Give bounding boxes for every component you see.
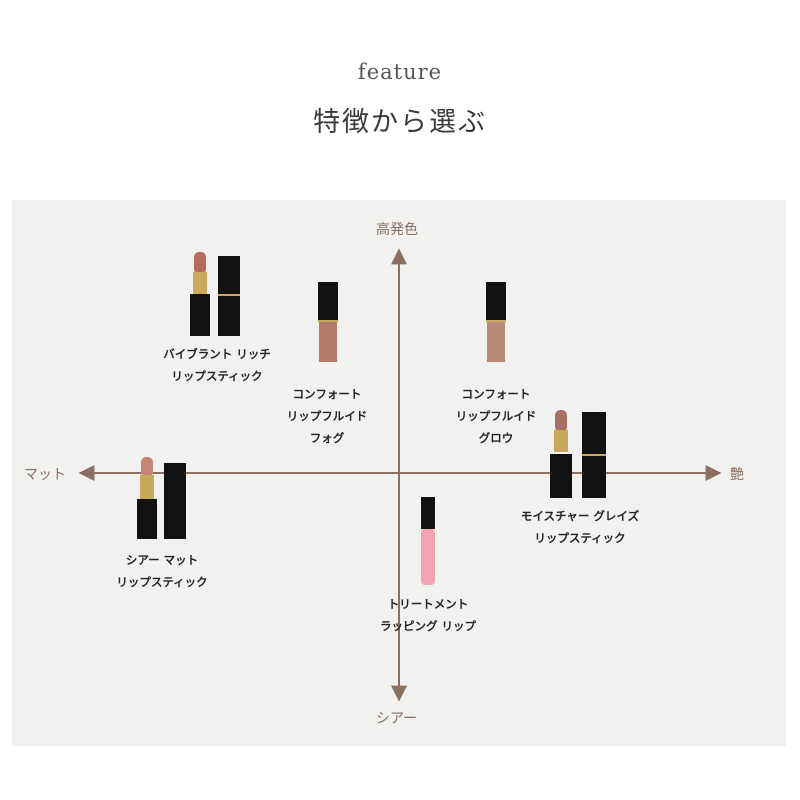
axis-label-right: 艶 (730, 467, 744, 483)
axis-label-bottom: シアー (376, 711, 418, 727)
product-name-comfort-fog[interactable]: コンフォート リップフルイド フォグ (286, 387, 368, 445)
product-name-vibrant-rich[interactable]: バイブラント リッチ リップスティック (163, 347, 271, 383)
section-subtitle: feature (357, 60, 443, 84)
lipstick-vibrant-rich-image[interactable] (190, 250, 242, 338)
axis-label-top: 高発色 (376, 222, 418, 238)
axes-svg (78, 248, 722, 702)
product-name-treatment-wrapping[interactable]: トリートメント ラッピング リップ (379, 597, 476, 633)
axis-label-left: マット (24, 467, 66, 483)
lip-fluid-glow-image[interactable] (484, 282, 508, 364)
product-name-sheer-matte[interactable]: シアー マット リップスティック (116, 553, 208, 589)
product-name-moisture-glaze[interactable]: モイスチャー グレイズ リップスティック (520, 509, 640, 545)
feature-map-panel: 高発色 シアー マット 艶 バイブラント リッチ リップスティック コンフォート… (12, 200, 786, 746)
product-name-comfort-glow[interactable]: コンフォート リップフルイド グロウ (455, 387, 537, 445)
lipstick-moisture-glaze-image[interactable] (550, 408, 608, 500)
lipstick-sheer-matte-image[interactable] (136, 455, 188, 541)
section-title: 特徴から選ぶ (313, 107, 487, 138)
lip-gloss-treatment-image[interactable] (418, 497, 438, 587)
lip-fluid-fog-image[interactable] (316, 282, 340, 364)
